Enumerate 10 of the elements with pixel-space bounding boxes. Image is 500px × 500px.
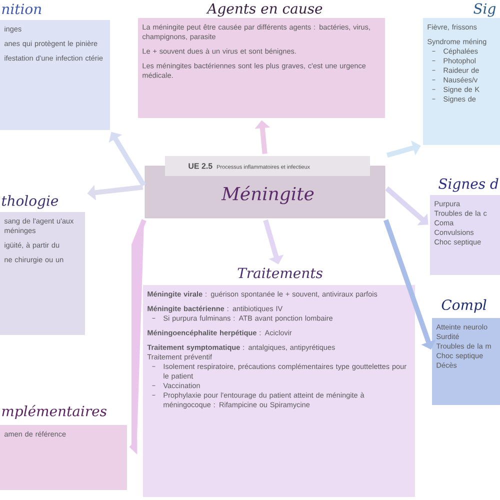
arrow <box>385 186 428 226</box>
heading: Compl <box>442 299 486 313</box>
heading: Agents en cause <box>206 3 322 17</box>
arrow <box>263 219 284 264</box>
heading: nition <box>2 4 42 14</box>
heading: thologie <box>2 195 58 209</box>
heading: Signes d <box>438 178 498 192</box>
heading: mplémentaires <box>2 404 107 420</box>
heading: Sig <box>474 3 496 17</box>
heading: Traitements <box>238 268 322 278</box>
